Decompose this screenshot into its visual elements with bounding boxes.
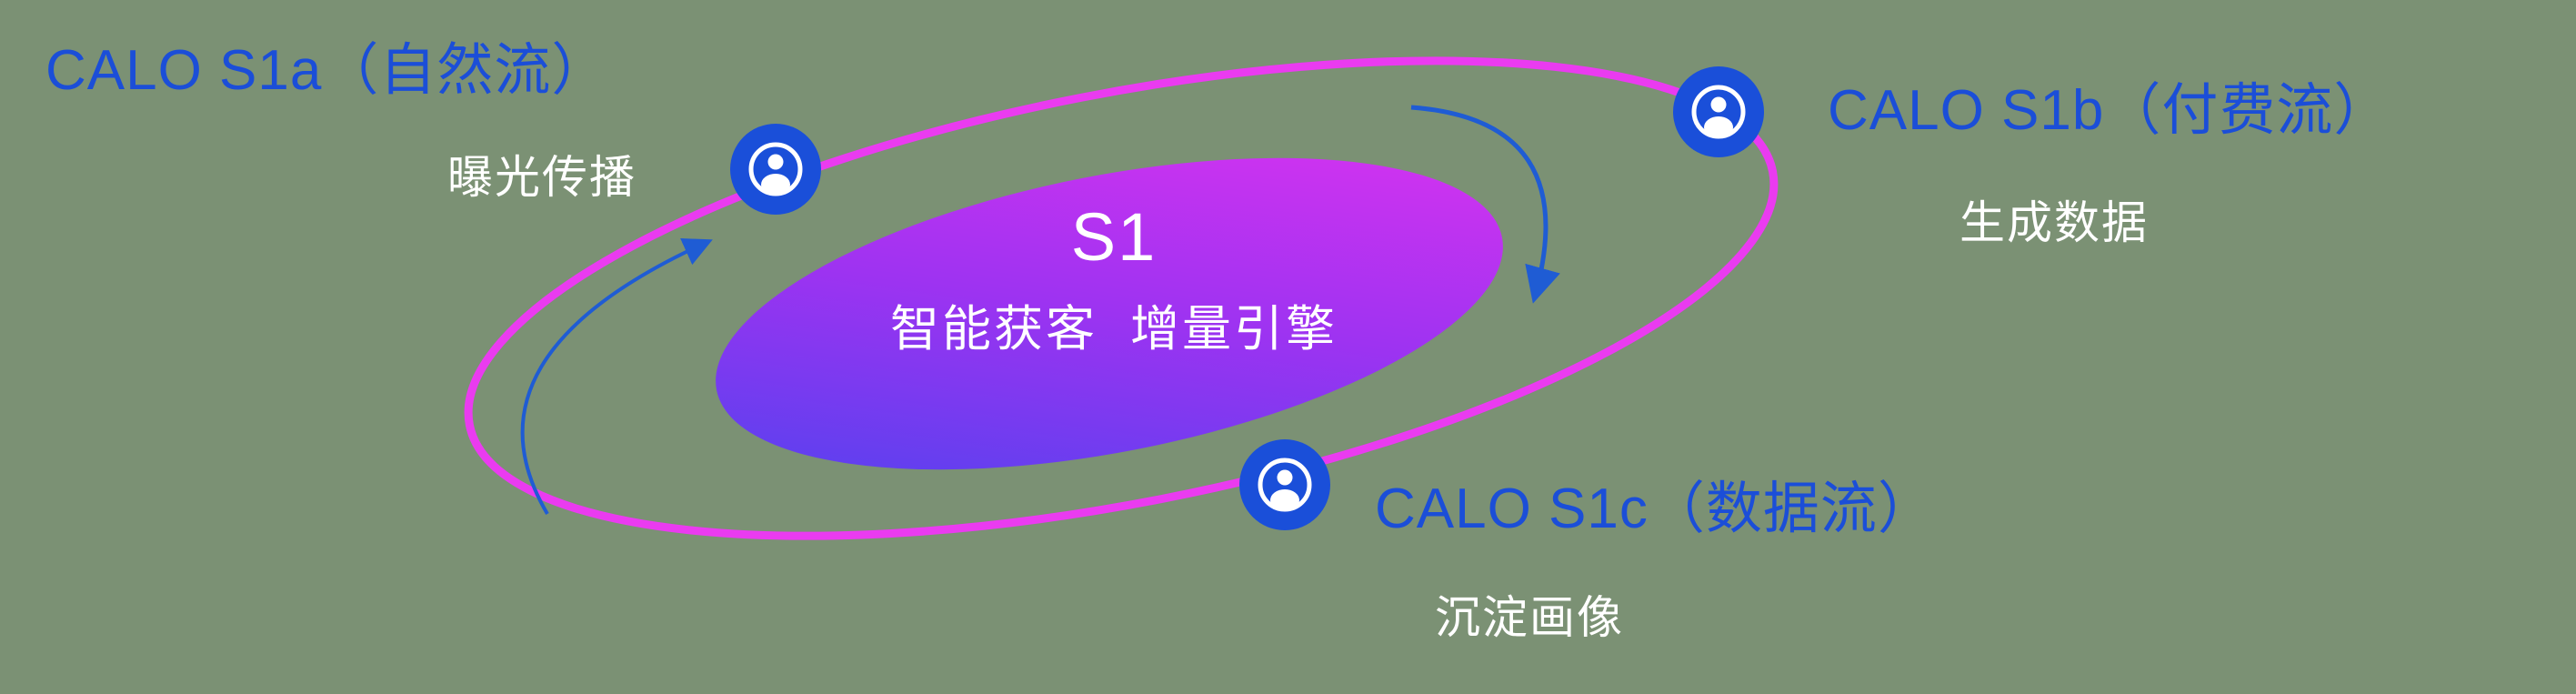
core-label-block: S1 智能获客 增量引擎 (837, 198, 1391, 360)
node-title-s1a: CALO S1a（自然流） (45, 39, 609, 102)
node-title-s1c: CALO S1c（数据流） (1375, 478, 1935, 540)
node-subtitle-s1c: 沉淀画像 (1435, 592, 1624, 643)
flow-arrow-left (520, 238, 713, 516)
user-icon-s1a (730, 124, 821, 215)
user-icon-s1b (1673, 66, 1764, 157)
node-subtitle-s1b: 生成数据 (1960, 197, 2149, 248)
node-title-s1b: CALO S1b（付费流） (1828, 79, 2391, 142)
flow-arrow-topright (1410, 105, 1560, 304)
core-subtitle: 智能获客 增量引擎 (889, 302, 1338, 357)
user-icon-s1c (1239, 439, 1330, 530)
core-title: S1 (1070, 199, 1158, 275)
orbit-ring (464, 56, 1779, 540)
core-ellipse (716, 157, 1503, 470)
node-subtitle-s1a: 曝光传播 (447, 152, 636, 203)
